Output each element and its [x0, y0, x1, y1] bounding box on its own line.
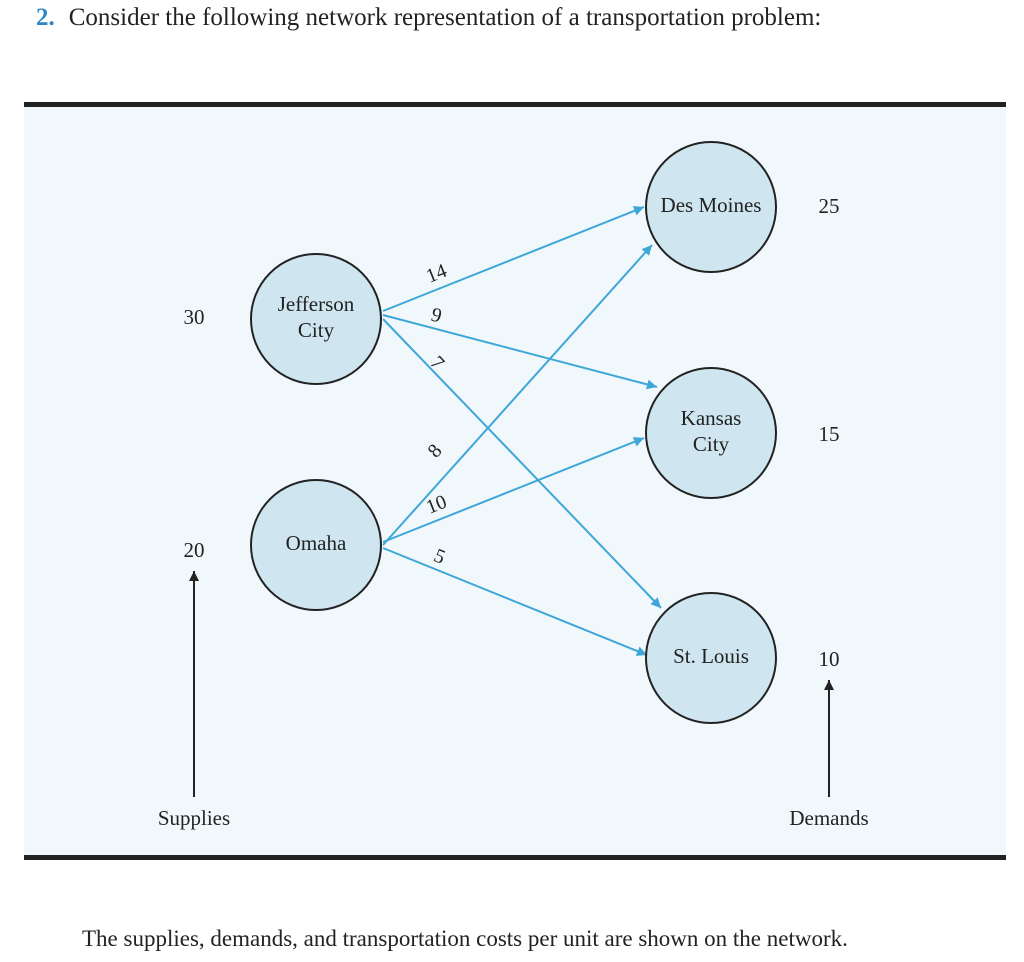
demand-value-sl: 10	[819, 647, 840, 671]
top-rule	[24, 102, 1006, 107]
arcs-layer	[382, 206, 662, 656]
source-node-om	[250, 479, 382, 611]
source-node-label-jc: Jefferson	[278, 292, 355, 316]
question-heading: 2. Consider the following network represe…	[36, 4, 821, 32]
diagram-panel	[24, 107, 1006, 856]
arc-jc-sl	[382, 318, 662, 609]
arc-om-dm	[382, 244, 653, 546]
demands-label: Demands	[789, 806, 868, 830]
destination-node-label-sl: St. Louis	[673, 644, 749, 668]
arc-cost-jc-sl: 7	[426, 352, 449, 374]
arc-cost-jc-dm: 14	[423, 260, 450, 288]
arc-jc-kc	[382, 314, 658, 390]
question-text: Consider the following network represent…	[68, 4, 822, 31]
source-node-label-jc: City	[298, 318, 335, 342]
footer-text: The supplies, demands, and transportatio…	[82, 926, 848, 951]
source-node-label-om: Omaha	[286, 531, 347, 555]
bottom-rule	[24, 855, 1006, 860]
supply-value-om: 20	[184, 538, 205, 562]
destination-node-sl	[645, 592, 777, 724]
demand-value-dm: 25	[819, 194, 840, 218]
supply-value-jc: 30	[184, 305, 205, 329]
arc-cost-jc-kc: 9	[429, 304, 444, 328]
destination-node-label-dm: Des Moines	[661, 193, 762, 217]
destination-node-label-kc: Kansas	[681, 406, 742, 430]
arc-jc-dm	[382, 206, 645, 312]
arc-om-kc	[382, 437, 645, 543]
arc-cost-om-dm: 8	[423, 440, 446, 462]
source-node-jc	[250, 253, 382, 385]
arc-om-sl	[382, 547, 648, 656]
supplies-label: Supplies	[158, 806, 230, 830]
destination-node-label-kc: City	[693, 432, 730, 456]
arc-cost-om-sl: 5	[431, 545, 449, 569]
destination-node-dm	[645, 141, 777, 273]
demand-value-kc: 15	[819, 422, 840, 446]
destination-node-kc	[645, 367, 777, 499]
question-number: 2.	[36, 4, 55, 31]
